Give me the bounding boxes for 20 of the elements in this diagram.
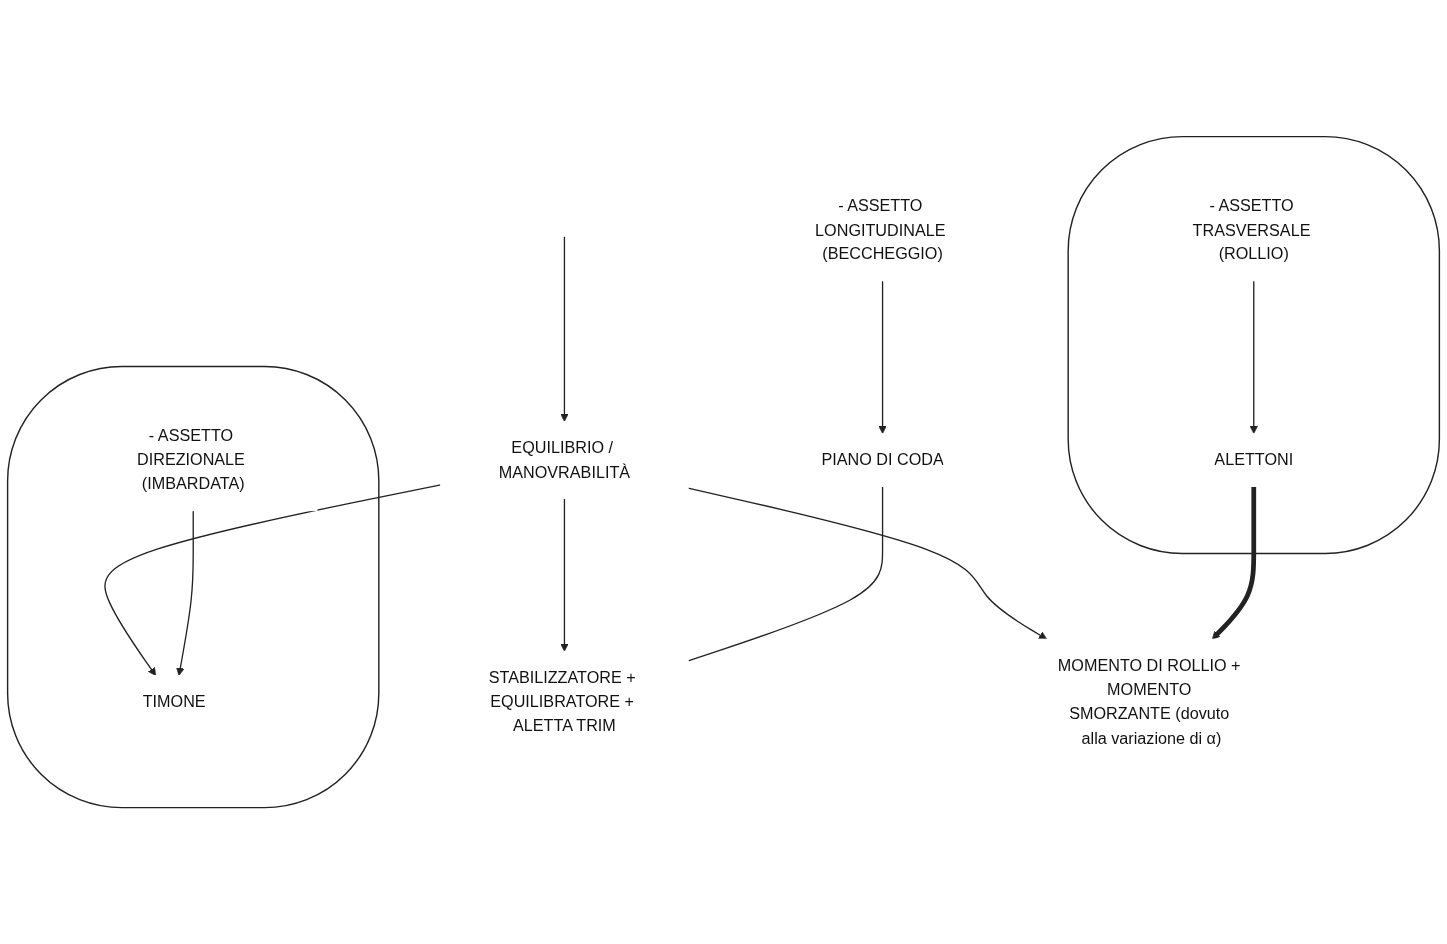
arrow [1211,486,1257,640]
node-text: - ASSETTO TRASVERSALE (ROLLIO) [1192,196,1311,264]
node-text: PIANO DI CODA [821,450,944,469]
node-text: EQUILIBRIO / MANOVRABILITÀ [498,438,631,481]
connector [687,485,884,662]
node-text: MOMENTO DI ROLLIO + MOMENTO SMORZANTE (dovuto alla variazione di α) [1057,656,1241,748]
arrow [878,280,887,434]
arrow [687,487,1048,640]
cluster [1067,135,1441,555]
node-text: - ASSETTO LONGITUDINALE (BECCHEGGIO) [815,196,946,264]
arrow [560,497,569,652]
node-text: - ASSETTO DIREZIONALE (IMBARDATA) [137,426,245,493]
cluster [6,365,380,809]
arrow [176,509,194,676]
arrow [1249,280,1258,434]
arrow [560,236,569,422]
arrow [104,484,442,676]
node-text: STABILIZZATORE + EQUILIBRATORE + ALETTA TRIM [488,668,636,735]
node-text: ALETTONI [1214,450,1294,469]
node-text: TIMONE [142,692,206,711]
